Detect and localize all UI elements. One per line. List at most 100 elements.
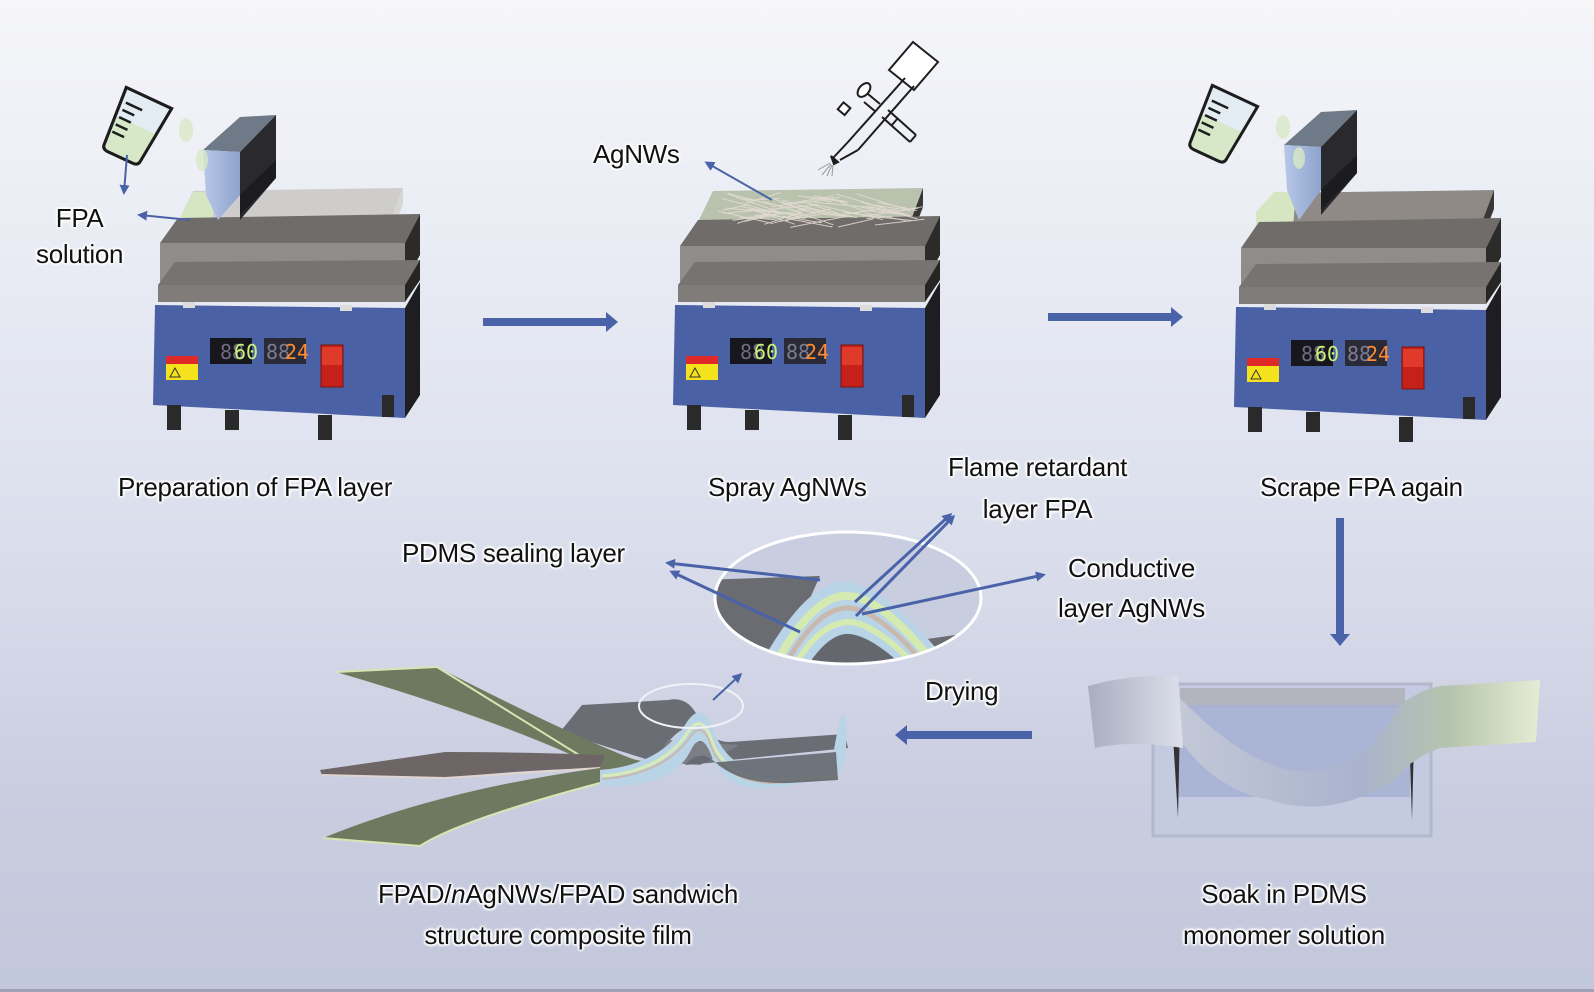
flame-retardant-line2: layer FPA (982, 494, 1093, 524)
arrow-fpa-top (853, 512, 953, 604)
nanowire (837, 218, 874, 228)
zoom-region-marker (638, 683, 744, 729)
warning-sticker (166, 356, 198, 364)
nanowire (723, 210, 754, 214)
arrow-step2-to-step3 (1048, 307, 1183, 327)
zoom-inset (713, 530, 983, 666)
nanowire (788, 218, 833, 228)
step4-caption-line2: monomer solution (1183, 920, 1385, 950)
temp-display-left (210, 338, 252, 364)
composite-film (320, 665, 848, 848)
svg-text:88: 88 (786, 340, 810, 364)
nanowire (856, 193, 912, 212)
nanowire (872, 204, 900, 210)
arrow-pdms-top (665, 558, 821, 582)
svg-text:88: 88 (266, 340, 290, 364)
temp-display-right (264, 338, 306, 364)
conductive-layer-label: Conductive layer AgNWs (1058, 548, 1205, 628)
film-strip (1180, 680, 1540, 807)
nanowire (740, 205, 766, 212)
arrow-step3-to-step4 (1330, 518, 1350, 646)
step4-caption: Soak in PDMS monomer solution (1183, 874, 1385, 956)
agnws-mesh (717, 192, 925, 228)
nanowire (754, 209, 795, 225)
scraper-blade-step1 (203, 115, 276, 220)
arrow-step1-to-step2 (483, 312, 618, 332)
nanowire (865, 209, 909, 216)
nanowire (770, 204, 820, 210)
nanowire (750, 197, 780, 201)
pdms-sealing-label: PDMS sealing layer (402, 538, 625, 568)
svg-text:88: 88 (1347, 342, 1371, 366)
nanowire (866, 216, 893, 219)
step5-caption-line1: FPAD/nAgNWs/FPAD sandwich (378, 879, 738, 909)
svg-text:88: 88 (1301, 342, 1325, 366)
pdms-bath (1088, 675, 1540, 838)
display-value: 60 (234, 340, 258, 364)
step4-caption-line1: Soak in PDMS (1201, 879, 1367, 909)
agnws-label: AgNWs (593, 139, 680, 169)
arrow-fpa-solution (137, 210, 191, 221)
svg-text:60: 60 (1315, 342, 1339, 366)
nanowire (774, 198, 816, 214)
hot-plate-step2: 88 60 88 24 (673, 188, 940, 440)
arrow-fpa-bottom (854, 514, 956, 618)
nanowire (769, 209, 806, 219)
nanowire (822, 213, 848, 217)
nanowire (762, 200, 803, 213)
nanowire (745, 192, 781, 204)
drying-label: Drying (925, 676, 999, 706)
flame-retardant-label: Flame retardant layer FPA (948, 446, 1127, 530)
step2-caption: Spray AgNWs (708, 472, 867, 502)
fpa-solution-label: FPA solution (36, 200, 124, 272)
step5-caption: FPAD/nAgNWs/FPAD sandwich structure comp… (378, 874, 738, 956)
arrow-zoom (712, 672, 743, 701)
arrow-beaker (119, 154, 130, 195)
nanowire (721, 198, 779, 214)
nanowire (841, 208, 881, 216)
nanowire (782, 215, 823, 224)
bottom-border (0, 989, 1594, 992)
arrow-agnws (704, 161, 773, 201)
nanowire (790, 215, 850, 228)
nanowire (879, 216, 913, 221)
hot-plate-step1: 88 60 88 24 (153, 188, 420, 440)
step1-caption: Preparation of FPA layer (118, 472, 393, 502)
droplet (179, 118, 193, 142)
nanowire (805, 196, 849, 203)
arrow-drying (895, 725, 1032, 745)
hot-plate-step3: 88 60 88 24 (1234, 190, 1501, 442)
svg-text:24: 24 (805, 340, 829, 364)
nanowire (785, 195, 835, 205)
nanowire (803, 201, 847, 217)
svg-text:88: 88 (740, 340, 764, 364)
nanowire (771, 201, 804, 208)
nanowire (814, 201, 874, 209)
nanowire (727, 192, 773, 206)
nanowire (739, 215, 776, 219)
flame-retardant-line1: Flame retardant (948, 452, 1128, 482)
nanowire (804, 206, 831, 214)
nanowire (727, 193, 773, 211)
spray-gun-icon (817, 40, 940, 177)
svg-text:24: 24 (285, 340, 309, 364)
beaker-icon-step3 (1188, 83, 1260, 164)
scraper-blade-step3 (1284, 110, 1357, 220)
nanowire (860, 201, 911, 217)
step5-caption-line2: structure composite film (424, 920, 692, 950)
arrow-pdms-bottom (669, 570, 801, 634)
callout-arrows (665, 512, 1046, 634)
svg-text:60: 60 (754, 340, 778, 364)
droplet (196, 149, 208, 171)
conductive-line2: layer AgNWs (1058, 593, 1205, 623)
nanowire (874, 218, 925, 226)
svg-text:24: 24 (1366, 342, 1390, 366)
conductive-line1: Conductive (1067, 553, 1196, 583)
nanowire (855, 212, 884, 221)
nanowire (789, 208, 834, 226)
beaker-icon-step1 (102, 85, 174, 166)
process-arrows (483, 307, 1350, 745)
nanowire (782, 199, 809, 209)
